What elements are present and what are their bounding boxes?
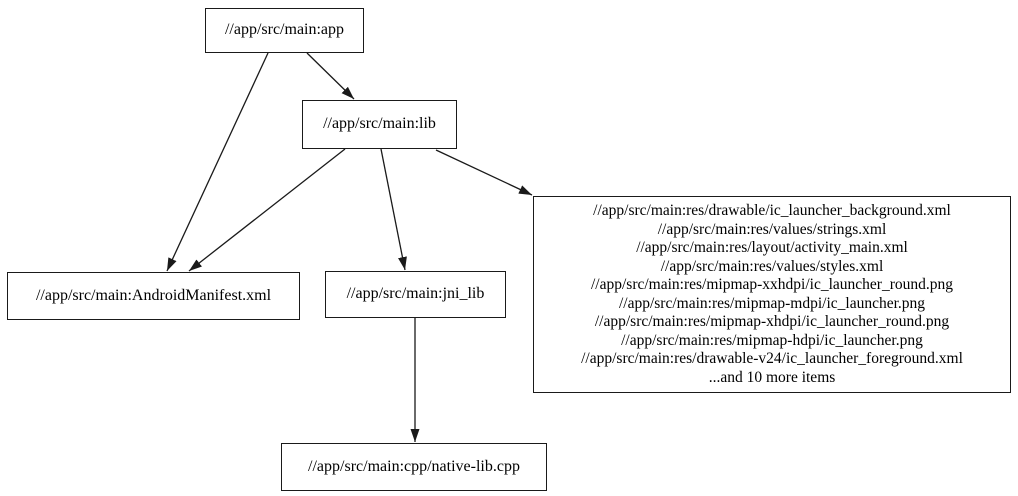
res-file-label: //app/src/main:res/layout/activity_main.… [636,239,908,256]
res-file-label: //app/src/main:res/mipmap-xhdpi/ic_launc… [594,313,950,330]
edge-app-to-lib [306,52,355,100]
node-jni-lib: //app/src/main:jni_lib [325,271,506,318]
res-file-label: //app/src/main:res/drawable/ic_launcher_… [593,202,951,219]
res-file-label: //app/src/main:res/values/styles.xml [660,257,884,275]
res-file-label: //app/src/main:res/drawable-v24/ic_launc… [581,350,963,367]
edge-lib-to-jni-lib [380,148,407,271]
node-native-lib-cpp: //app/src/main:cpp/native-lib.cpp [281,443,547,491]
node-app: //app/src/main:app [205,8,364,53]
node-android-manifest-label: //app/src/main:AndroidManifest.xml [35,286,272,304]
node-android-manifest: //app/src/main:AndroidManifest.xml [7,272,300,320]
res-more-items-label: ...and 10 more items [708,368,836,386]
edge-lib-to-res [435,149,533,196]
res-file-label: //app/src/main:res/mipmap-mdpi/ic_launch… [618,294,926,312]
node-resources: //app/src/main:res/drawable/ic_launcher_… [533,196,1011,393]
node-app-label: //app/src/main:app [224,21,345,39]
edge-lib-to-manifest [188,148,346,272]
node-native-lib-cpp-label: //app/src/main:cpp/native-lib.cpp [308,457,520,475]
res-file-label: //app/src/main:res/mipmap-hdpi/ic_launch… [621,331,923,349]
node-jni-lib-label: //app/src/main:jni_lib [346,285,485,303]
node-lib-label: //app/src/main:lib [323,115,436,133]
node-lib: //app/src/main:lib [302,100,457,149]
edge-app-to-manifest [166,52,269,272]
res-file-label: //app/src/main:res/mipmap-xxhdpi/ic_laun… [590,276,953,293]
res-file-label: //app/src/main:res/values/strings.xml [657,220,887,238]
